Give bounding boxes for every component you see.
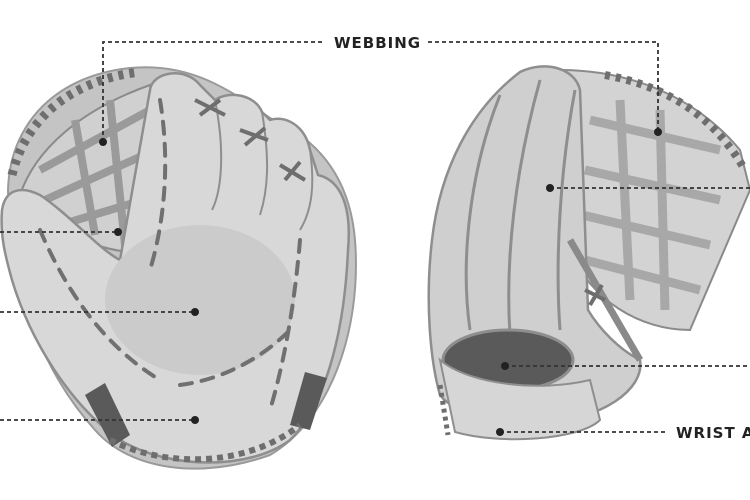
finger-laces: [194, 98, 307, 182]
wrist-lacing: [437, 384, 451, 436]
dot-webbing-left: [99, 138, 107, 146]
leader-lines: [0, 41, 750, 433]
palm-pocket: [105, 225, 295, 375]
wrist-label: WRIST A: [672, 424, 750, 442]
heel-pad-right: [290, 372, 327, 430]
palm-view-glove: [0, 66, 357, 470]
heel-pad-left: [85, 383, 130, 447]
dot-right-middle: [501, 362, 509, 370]
dot-left-upper: [114, 228, 122, 236]
dot-webbing-right: [654, 128, 662, 136]
dot-left-middle: [191, 308, 199, 316]
heel-lacing: [108, 422, 302, 463]
webbing-leader-left: [102, 41, 322, 142]
back-knot-laces: [584, 283, 606, 307]
palm-stitching: [38, 98, 302, 412]
dot-right-upper: [546, 184, 554, 192]
dot-wrist: [496, 428, 504, 436]
back-webbing-bars: [580, 99, 722, 311]
webbing-bars: [38, 99, 162, 246]
finger-lines: [211, 99, 314, 231]
wrist-panel: [438, 357, 602, 441]
webbing-label: WEBBING: [328, 34, 428, 52]
webbing-leader-right: [428, 41, 659, 132]
pointer-dots: [99, 128, 662, 436]
back-view-glove: [427, 65, 750, 441]
dot-left-lower: [191, 416, 199, 424]
back-finger-seams: [464, 79, 577, 336]
